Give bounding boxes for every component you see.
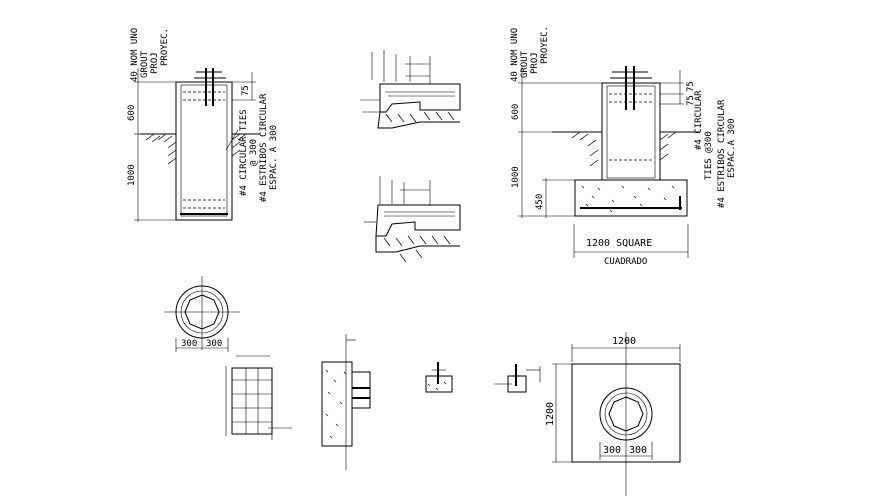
pedestal-outline [601, 82, 661, 181]
anchor-detail-1 [425, 362, 453, 393]
label-cuadrado: CUADRADO [604, 257, 647, 267]
note-espac-right: ESPAC.A 300 [727, 118, 737, 178]
note-circular-ties: #4 CIRCULAR TIES [239, 109, 249, 196]
footing-outline [574, 179, 688, 217]
dim-1000-right: 1000 [511, 166, 521, 188]
label-grout-right: GROUT [520, 50, 530, 78]
note-espac: ESPAC. A 300 [269, 125, 279, 190]
note-ties-right: TIES @300 [704, 131, 714, 180]
dim-300-right-small: 300 [206, 339, 222, 349]
connection-detail-upper [360, 50, 461, 129]
dim-600: 600 [127, 105, 137, 121]
dim-1000: 1000 [127, 164, 137, 186]
dim-75: 75 [241, 85, 251, 96]
dim-450-right: 450 [535, 194, 545, 210]
label-40-nom-uno-right: 40 NOM UNO [510, 28, 520, 82]
connection-detail-lower [364, 176, 461, 263]
label-proj: PROJ [150, 52, 160, 74]
column-outline [175, 81, 233, 221]
note-at-300: @ 300 [249, 139, 259, 166]
column-rebar-cage [180, 84, 228, 217]
column-plan-small: 300 300 [164, 276, 240, 352]
rebar-elevation [225, 355, 292, 440]
column-elevation-right: 40 NOM UNO GROUT PROJ PROYEC. 75 75 600 … [510, 26, 737, 267]
dim-75b-right: 75 [686, 95, 696, 106]
label-grout: GROUT [140, 50, 150, 78]
label-proyec-right: PROYEC. [540, 26, 550, 64]
dim-1200-top: 1200 [612, 336, 636, 347]
note-circular-right: #4 CIRCULAR [694, 90, 704, 150]
dim-1200-side: 1200 [545, 402, 556, 426]
label-40-nom-uno: 40 NOM UNO [130, 28, 140, 82]
note-estribos: #4 ESTRIBOS CIRCULAR [259, 93, 269, 202]
anchor-detail-2 [494, 364, 541, 393]
label-1200-square: 1200 SQUARE [586, 238, 652, 249]
pedestal-rebar [606, 85, 656, 179]
label-proj-right: PROJ [530, 52, 540, 74]
column-elevation-left: 40 NOM UNO GROUT PROJ PROYEC. 75 600 100… [127, 28, 279, 222]
dim-600-right: 600 [511, 104, 521, 120]
baseplate-section [321, 334, 371, 470]
dim-75a-right: 75 [686, 81, 696, 92]
note-estribos-right: #4 ESTRIBOS CIRCULAR [717, 99, 727, 208]
dim-300-left-small: 300 [181, 339, 197, 349]
footing-plan: 1200 1200 300 300 [545, 332, 681, 496]
dim-300-left-footing: 300 [603, 445, 621, 456]
label-proyec: PROYEC. [160, 28, 170, 66]
dim-300-right-footing: 300 [629, 445, 647, 456]
